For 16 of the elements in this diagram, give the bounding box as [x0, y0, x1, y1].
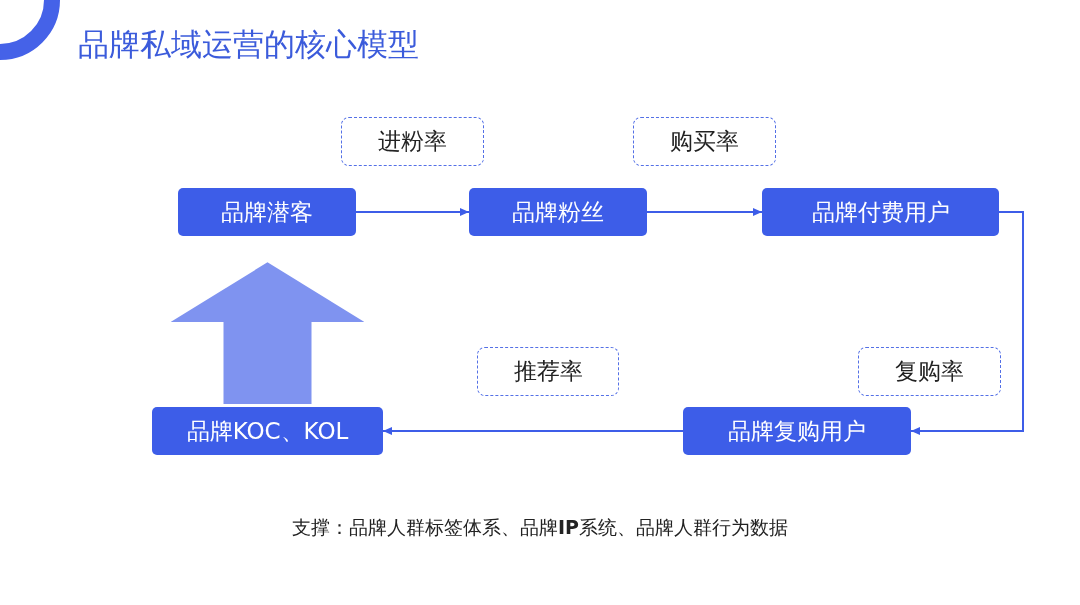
arrow: [910, 211, 1024, 435]
stage-box: 品牌粉丝: [469, 188, 647, 236]
stage-box: 品牌KOC、KOL: [152, 407, 383, 455]
block-arrow: [170, 262, 365, 404]
rate-box: 推荐率: [477, 347, 619, 396]
rate-box: 复购率: [858, 347, 1001, 396]
arrow: [646, 208, 763, 216]
rate-box: 购买率: [633, 117, 776, 166]
rate-box: 进粉率: [341, 117, 484, 166]
arrow: [382, 427, 684, 435]
arrow: [355, 208, 470, 216]
stage-box: 品牌潜客: [178, 188, 356, 236]
caption: 支撑：品牌人群标签体系、品牌IP系统、品牌人群行为数据: [291, 515, 789, 540]
stage-box: 品牌付费用户: [762, 188, 999, 236]
stage-box: 品牌复购用户: [683, 407, 911, 455]
title: 品牌私域运营的核心模型: [78, 25, 419, 64]
